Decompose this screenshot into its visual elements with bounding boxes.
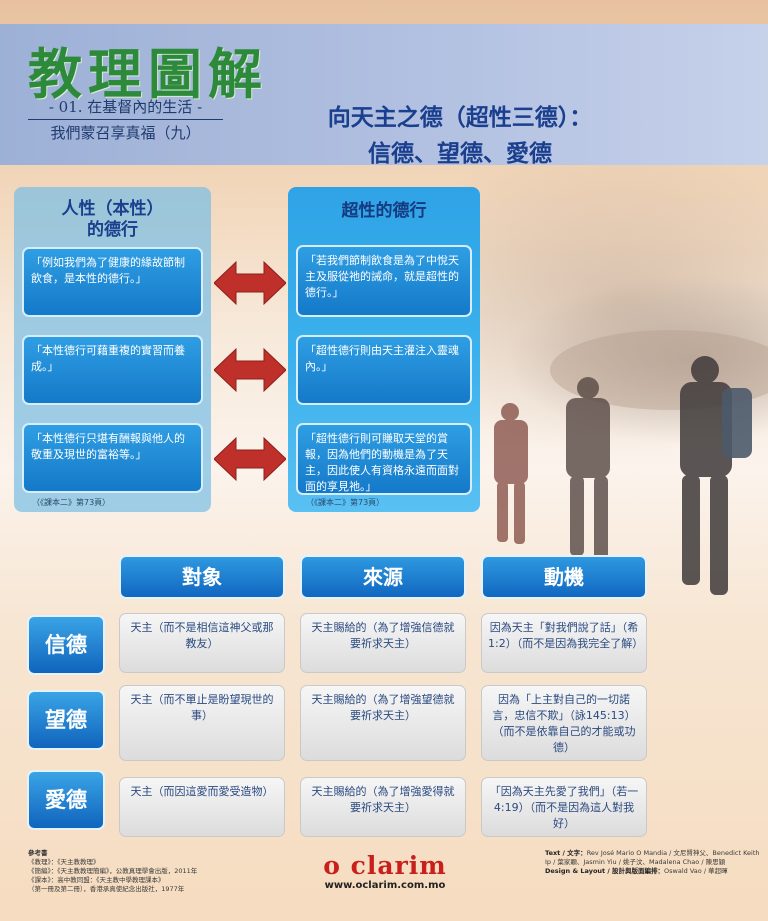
table-cell: 天主（而不單止是盼望現世的事） — [119, 685, 285, 761]
natural-virtue-heading-line1: 人性（本性） — [61, 199, 164, 219]
natural-virtue-card: 「例如我們為了健康的緣故節制飲食，是本性的德行。」 — [22, 247, 203, 317]
table-cell: 「因為天主先愛了我們」（若一4:19）（而不是因為這人對我好） — [481, 777, 647, 837]
unit-subtitle: - 01. 在基督內的生活 - — [28, 96, 223, 120]
mountaineers-illustration — [494, 330, 768, 595]
row-charity: 愛德 — [27, 770, 105, 830]
column-object: 對象 — [119, 555, 285, 599]
table-cell: 天主（而因這愛而愛受造物） — [119, 777, 285, 837]
row-hope: 望德 — [27, 690, 105, 750]
supernatural-virtue-panel: 超性的德行 「若我們節制飲食是為了中悅天主及服從祂的誡命，就是超性的德行。」 「… — [288, 187, 480, 512]
references: 參考書 《教理》：《天主教教理》 《簡編》：《天主教教理簡編》，公教真理學會出版… — [28, 849, 258, 894]
natural-virtue-reference: （《課本二》第73頁） — [32, 498, 111, 507]
supernatural-virtue-card: 「超性德行則可賺取天堂的賞報，因為他們的動機是為了天主，因此使人有資格永遠而面對… — [296, 423, 472, 495]
brand-url[interactable]: www.oclarim.com.mo — [324, 880, 446, 891]
credits: Text / 文字：Rev José Mario O Mandia / 文尼賢神… — [545, 849, 760, 876]
supernatural-virtue-card: 「超性德行則由天主灌注入靈魂內。」 — [296, 335, 472, 405]
brand-logo: o clarim www.oclarim.com.mo — [310, 851, 460, 892]
series-title: 教理圖解 — [28, 42, 268, 106]
lesson-subtitle: 我們蒙召享真福（九） — [50, 124, 201, 142]
supernatural-virtue-card: 「若我們節制飲食是為了中悅天主及服從祂的誡命，就是超性的德行。」 — [296, 245, 472, 317]
supernatural-virtue-heading: 超性的德行 — [341, 201, 427, 221]
main-title-line2: 信德、望德、愛德 — [368, 141, 552, 167]
table-cell: 因為天主「對我們說了話」（希 1:2）（而不是因為我完全了解） — [481, 613, 647, 673]
column-source: 來源 — [300, 555, 466, 599]
reference-line: （第一冊及第二冊），香港承真使紀念出版社，1977年 — [28, 885, 185, 893]
references-title: 參考書 — [28, 849, 48, 857]
reference-line: 《簡編》：《天主教教理簡編》，公教真理學會出版，2011年 — [28, 867, 198, 875]
column-motive: 動機 — [481, 555, 647, 599]
natural-virtue-heading-line2: 的德行 — [87, 220, 138, 240]
table-cell: 天主賜給的（為了增強信德就要祈求天主） — [300, 613, 466, 673]
double-arrow-icon — [214, 347, 286, 393]
natural-virtue-heading: 人性（本性） 的德行 — [14, 199, 211, 241]
reference-line: 《課本》：高中教同盟：《天主教中學教理課本》 — [28, 876, 165, 884]
table-cell: 天主（而不是相信這神父或那教友） — [119, 613, 285, 673]
credits-text-names: Rev José Mario O Mandia / 文尼賢神父、Benedict… — [545, 849, 760, 866]
natural-virtue-card: 「本性德行只堪有酬報與他人的敬重及現世的富裕等。」 — [22, 423, 203, 493]
main-title-line1: 向天主之德（超性三德）： — [327, 105, 593, 131]
main-title: 向天主之德（超性三德）： 信德、望德、愛德 — [280, 100, 640, 172]
credits-design-names: Oswald Vao / 華超暉 — [664, 867, 728, 875]
double-arrow-icon — [214, 260, 286, 306]
double-arrow-icon — [214, 436, 286, 482]
table-cell: 因為「上主對自己的一切諾言，忠信不欺」（詠145:13）（而不是依靠自己的才能或… — [481, 685, 647, 761]
header-band: 教理圖解 - 01. 在基督內的生活 - 我們蒙召享真福（九） 向天主之德（超性… — [0, 24, 768, 167]
credits-design: Design & Layout / 設計與版面編排：Oswald Vao / 華… — [545, 867, 760, 876]
supernatural-virtue-reference: （《課本二》第73頁） — [306, 498, 385, 507]
reference-line: 《教理》：《天主教教理》 — [28, 858, 100, 866]
table-cell: 天主賜給的（為了增強愛得就要祈求天主） — [300, 777, 466, 837]
credits-text-label: Text / 文字： — [545, 849, 587, 857]
credits-text: Text / 文字：Rev José Mario O Mandia / 文尼賢神… — [545, 849, 760, 867]
row-faith: 信德 — [27, 615, 105, 675]
brand-name: o clarim — [323, 851, 447, 880]
table-cell: 天主賜給的（為了增強望德就要祈求天主） — [300, 685, 466, 761]
natural-virtue-card: 「本性德行可藉重複的實習而養成。」 — [22, 335, 203, 405]
credits-design-label: Design & Layout / 設計與版面編排： — [545, 867, 665, 875]
natural-virtue-panel: 人性（本性） 的德行 「例如我們為了健康的緣故節制飲食，是本性的德行。」 「本性… — [14, 187, 211, 512]
